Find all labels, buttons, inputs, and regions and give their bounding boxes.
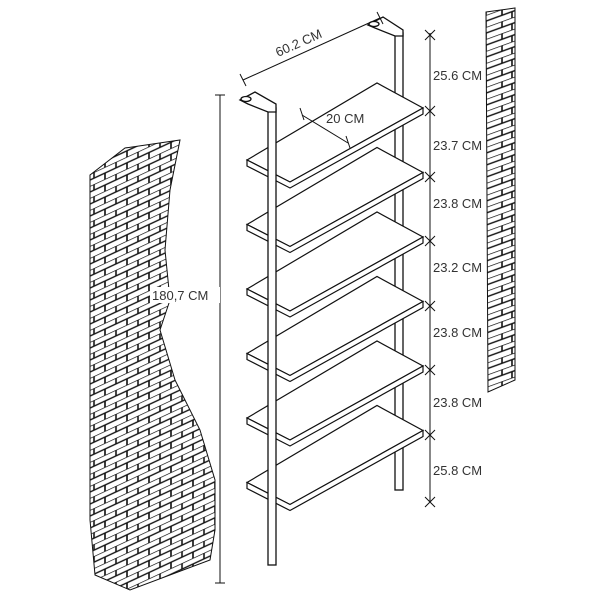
left-brick-wall: [89, 139, 216, 591]
shelf-edge: [246, 364, 424, 447]
gap-tick: [424, 29, 436, 41]
top-front-bracket: [238, 91, 277, 113]
depth-label: 20 CM: [326, 111, 364, 126]
shelf-edge: [246, 106, 424, 189]
front-upright: [267, 107, 277, 566]
shelf-edge: [246, 429, 424, 512]
gap-tick: [424, 300, 436, 312]
height-dimension: [215, 94, 225, 584]
gap-label: 23.2 CM: [433, 260, 482, 275]
gap-tick: [424, 429, 436, 441]
height-label: 180,7 CM: [152, 288, 208, 303]
gap-tick: [424, 171, 436, 183]
shelf-edge: [246, 235, 424, 318]
gap-label: 23.8 CM: [433, 395, 482, 410]
gap-tick: [424, 364, 436, 376]
gap-label: 23.8 CM: [433, 325, 482, 340]
depth-dimension: [299, 107, 351, 149]
gap-tick: [424, 235, 436, 247]
gap-label: 25.8 CM: [433, 463, 482, 478]
gap-label: 23.7 CM: [433, 138, 482, 153]
gap-label: 23.8 CM: [433, 196, 482, 211]
top-back-bracket: [366, 16, 404, 37]
width-dimension: [239, 11, 384, 87]
shelf-edge: [246, 171, 424, 254]
right-brick-wall: [485, 7, 516, 393]
height-label-bg: [150, 287, 220, 303]
shelf-edge: [246, 300, 424, 383]
gap-tick: [424, 105, 436, 117]
gap-tick: [424, 496, 436, 508]
gap-label: 25.6 CM: [433, 68, 482, 83]
